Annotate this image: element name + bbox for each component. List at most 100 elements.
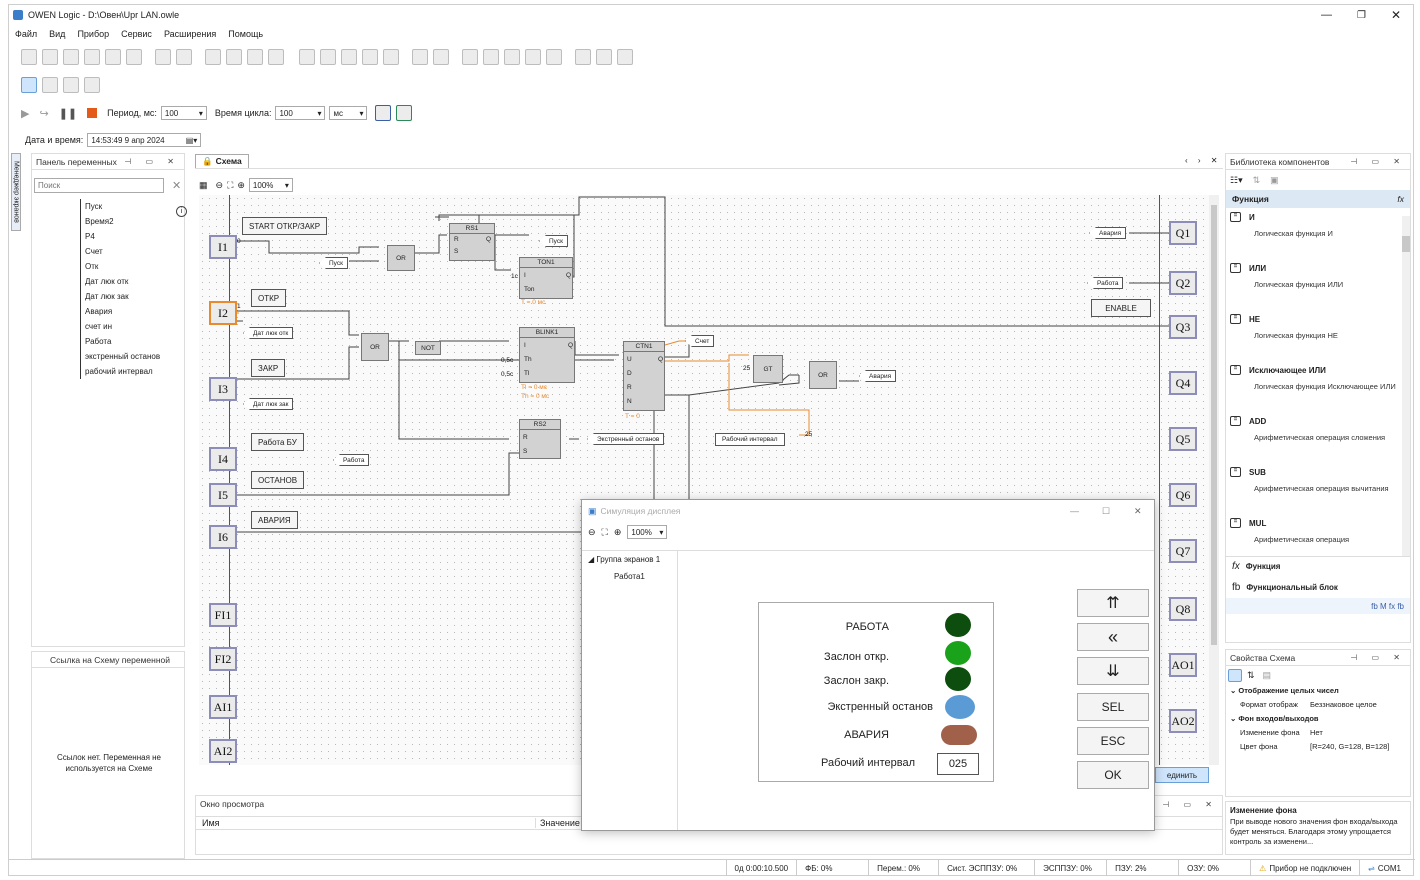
canvas-vscroll-thumb[interactable] (1211, 205, 1217, 645)
prop-format-value[interactable]: Беззнаковое целое (1310, 700, 1377, 709)
tag-pusk-out[interactable]: Пуск (539, 235, 568, 247)
input-I4[interactable]: I4 (209, 447, 237, 471)
tag-ekstr[interactable]: Экстренный останов (587, 433, 665, 445)
tag-pusk-in[interactable]: Пуск (319, 257, 348, 269)
prop-bg-color-value[interactable]: [R=240, G=128, B=128] (1310, 742, 1390, 751)
block-RS2[interactable]: RS2 R S (519, 419, 561, 459)
height-icon[interactable] (483, 49, 499, 65)
zoom-in-icon[interactable]: ⊕ (613, 526, 622, 537)
tag-rabota-q2[interactable]: Работа (1087, 277, 1124, 289)
alpha-sort-icon[interactable]: ⇅ (1247, 669, 1255, 680)
zoom-in-icon[interactable]: ⊕ (237, 179, 245, 190)
label-enable[interactable]: ENABLE (1091, 299, 1151, 317)
library-footer[interactable]: fb M fx fb (1226, 598, 1410, 614)
menu-help[interactable]: Помощь (228, 29, 264, 39)
sort-icon[interactable]: ⇅ (1252, 174, 1261, 185)
align-right-icon[interactable] (383, 49, 399, 65)
tag-dat-zak[interactable]: Дат люк зак (243, 398, 294, 410)
export-icon[interactable] (396, 105, 413, 121)
datetime-picker[interactable]: 14:53:49 9 апр 2024▤▾ (87, 133, 202, 147)
redo-icon[interactable] (176, 49, 192, 65)
ok-button[interactable]: OK (1077, 761, 1149, 789)
clear-search-icon[interactable]: ✕ (172, 180, 182, 192)
zoom-fit-icon[interactable]: ⛶ (601, 526, 608, 537)
label-ostanov[interactable]: ОСТАНОВ (251, 471, 305, 489)
panel-buttons-icon[interactable]: ⊣ ▭ ✕ (1162, 799, 1218, 809)
play-icon[interactable]: ▶ (21, 107, 30, 120)
categorized-icon[interactable] (1228, 668, 1242, 682)
prop-group-bg[interactable]: ⌄ Фон входов/выходов (1230, 712, 1410, 726)
device-info-icon[interactable] (226, 49, 242, 65)
canvas-vscroll[interactable] (1209, 195, 1219, 765)
prop-group-int[interactable]: ⌄ Отображение целых чисел (1230, 684, 1410, 698)
align-icon[interactable] (299, 49, 315, 65)
label-otkr[interactable]: ОТКР (251, 289, 287, 307)
new-file-icon[interactable] (21, 49, 37, 65)
input-AI2[interactable]: AI2 (209, 739, 237, 763)
block-TON1[interactable]: TON1 I Ton Q (519, 257, 573, 299)
interval-value-field[interactable]: 025 (937, 753, 979, 775)
document-icon[interactable] (617, 49, 633, 65)
block-BLINK1[interactable]: BLINK1 I Th Tl Q (519, 327, 575, 383)
size-icon[interactable] (504, 49, 520, 65)
step-icon[interactable]: ↪ (39, 107, 49, 120)
tree-item-rabota1[interactable]: Работа1 (614, 572, 645, 581)
label-avaria[interactable]: АВАРИЯ (251, 511, 298, 529)
network-icon[interactable] (42, 77, 58, 93)
label-rabota-bu[interactable]: Работа БУ (251, 433, 304, 451)
menu-service[interactable]: Сервис (121, 29, 152, 39)
info-icon[interactable]: i (176, 206, 187, 217)
menu-file[interactable]: Файл (15, 29, 38, 39)
monitor-icon[interactable] (375, 105, 392, 121)
distribute-h-icon[interactable] (412, 49, 428, 65)
library-scroll-thumb[interactable] (1402, 236, 1410, 252)
align-center-icon[interactable] (362, 49, 378, 65)
block-OR-2[interactable]: OR (361, 333, 389, 361)
grid-icon[interactable]: ▦ (199, 179, 208, 190)
align-top-icon[interactable] (341, 49, 357, 65)
block-NOT[interactable]: NOT (415, 341, 441, 355)
panel-buttons-icon[interactable]: ⊣ ▭ ✕ (124, 157, 180, 166)
input-FI2[interactable]: FI2 (209, 647, 237, 671)
output-Q6[interactable]: Q6 (1169, 483, 1197, 507)
variable-item[interactable]: Работа (80, 334, 184, 349)
variable-item[interactable]: Счет (80, 244, 184, 259)
cycle-unit-select[interactable]: мс▾ (329, 106, 368, 120)
close-icon[interactable]: ✕ (1134, 505, 1142, 516)
input-I1[interactable]: I1 (209, 235, 237, 259)
menu-extensions[interactable]: Расширения (163, 29, 217, 39)
build-icon[interactable] (205, 49, 221, 65)
panel-buttons-icon[interactable]: ⊣ ▭ ✕ (1350, 157, 1406, 166)
output-Q5[interactable]: Q5 (1169, 427, 1197, 451)
output-Q7[interactable]: Q7 (1169, 539, 1197, 563)
panel-buttons-icon[interactable]: ⊣ ▭ ✕ (1350, 653, 1406, 662)
block-GT[interactable]: GT (753, 355, 783, 383)
input-AI1[interactable]: AI1 (209, 695, 237, 719)
align-left-icon[interactable] (320, 49, 336, 65)
screen-manager-tab[interactable]: Менеджер экранов (11, 153, 21, 231)
settings-icon[interactable] (247, 49, 263, 65)
open-file-icon[interactable] (42, 49, 58, 65)
preview-col-value[interactable]: Значение (540, 818, 580, 828)
save-icon[interactable] (63, 49, 79, 65)
variable-item[interactable]: счет ин (80, 319, 184, 334)
tag-avaria-q1[interactable]: Авария (1089, 227, 1127, 239)
tag-rabota-in[interactable]: Работа (333, 454, 370, 466)
output-AO1[interactable]: AO1 (1169, 653, 1197, 677)
menu-device[interactable]: Прибор (77, 29, 110, 39)
period-select[interactable]: 100▾ (160, 106, 207, 120)
tree-group[interactable]: ◢ Группа экранов 1 (582, 551, 677, 564)
output-Q2[interactable]: Q2 (1169, 271, 1197, 295)
left-button[interactable]: « (1077, 623, 1149, 651)
restore-icon[interactable]: ❐ (1357, 9, 1366, 21)
calendar-icon[interactable]: ▤▾ (185, 135, 198, 145)
variables-search-input[interactable] (34, 178, 164, 193)
play-mode-icon[interactable] (21, 77, 37, 93)
space-icon[interactable] (525, 49, 541, 65)
